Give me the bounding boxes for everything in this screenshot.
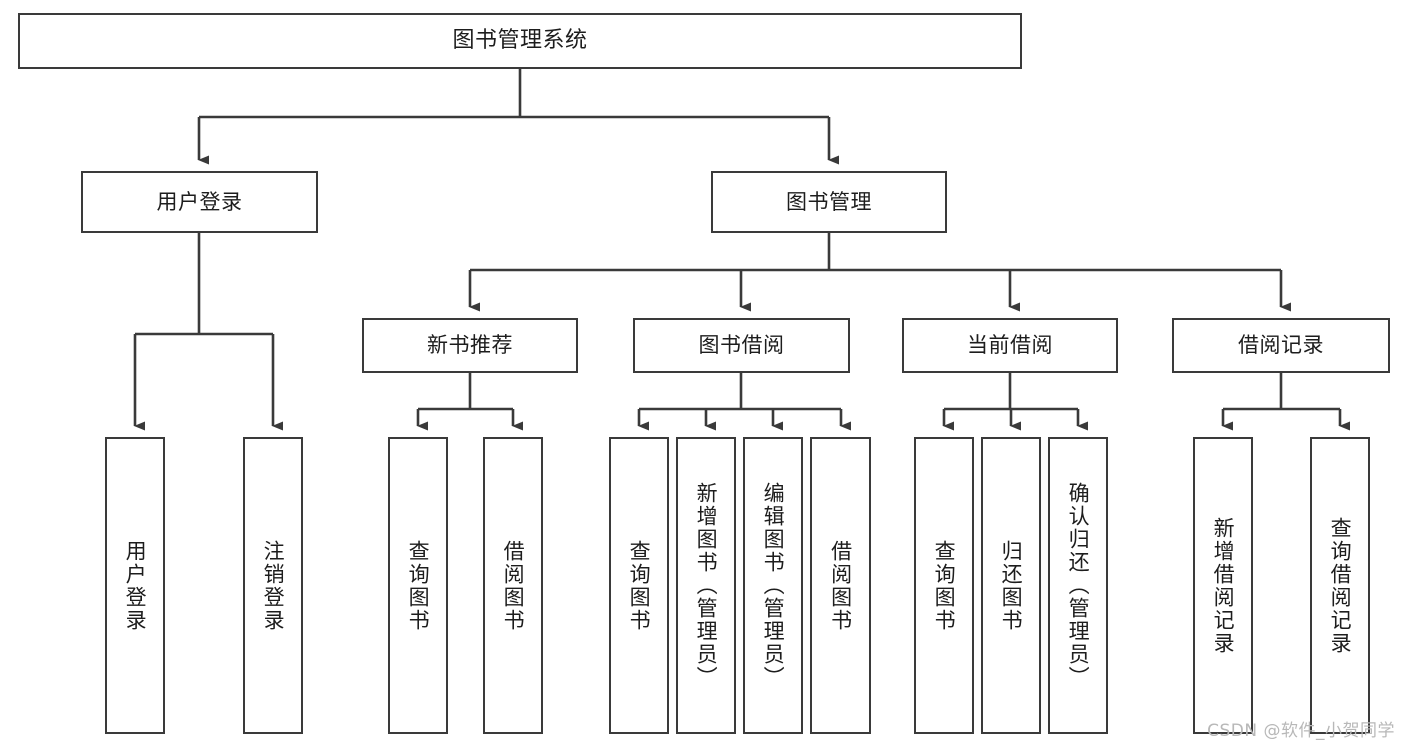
node-label: 用户登录 (156, 189, 243, 214)
node-label: 查询图书 (932, 539, 957, 632)
node-label: 查询图书 (627, 539, 652, 632)
node-label: 查询借阅记录 (1328, 516, 1353, 655)
node-label: 编辑图书（管理员） (761, 482, 786, 689)
leaf-borrow-borrow-books[interactable]: 借阅图书 (810, 437, 871, 734)
node-label: 图书管理系统 (452, 28, 588, 54)
node-label: 借阅图书 (828, 539, 853, 632)
leaf-borrow-query-books[interactable]: 查询图书 (609, 437, 669, 734)
node-label: 新增借阅记录 (1211, 516, 1236, 655)
leaf-user-login-signin[interactable]: 用户登录 (105, 437, 165, 734)
node-label: 新增图书（管理员） (694, 482, 719, 689)
leaf-record-query-borrow-record[interactable]: 查询借阅记录 (1310, 437, 1370, 734)
node-label: 借阅图书 (501, 539, 526, 632)
node-label: 查询图书 (406, 539, 431, 632)
node-label: 图书管理 (786, 189, 872, 214)
leaf-new-book-borrow-books[interactable]: 借阅图书 (483, 437, 543, 734)
node-book-management[interactable]: 图书管理 (711, 171, 947, 233)
node-new-book-recommendation[interactable]: 新书推荐 (362, 318, 578, 373)
node-label: 图书借阅 (698, 333, 785, 358)
leaf-borrow-edit-book-admin[interactable]: 编辑图书（管理员） (743, 437, 803, 734)
leaf-borrow-add-book-admin[interactable]: 新增图书（管理员） (676, 437, 736, 734)
node-label: 借阅记录 (1238, 333, 1324, 358)
leaf-user-login-signout[interactable]: 注销登录 (243, 437, 303, 734)
leaf-current-query-books[interactable]: 查询图书 (914, 437, 974, 734)
node-user-login[interactable]: 用户登录 (81, 171, 318, 233)
node-label: 归还图书 (999, 539, 1024, 632)
node-borrowing-record[interactable]: 借阅记录 (1172, 318, 1390, 373)
node-label: 确认归还（管理员） (1066, 482, 1091, 689)
leaf-new-book-query-books[interactable]: 查询图书 (388, 437, 448, 734)
node-label: 注销登录 (261, 539, 286, 632)
node-book-borrowing[interactable]: 图书借阅 (633, 318, 850, 373)
watermark-text: CSDN @软件_小贺同学 (1207, 721, 1395, 741)
node-label: 新书推荐 (427, 333, 513, 358)
leaf-current-confirm-return-admin[interactable]: 确认归还（管理员） (1048, 437, 1108, 734)
leaf-current-return-books[interactable]: 归还图书 (981, 437, 1041, 734)
node-label: 当前借阅 (967, 333, 1053, 358)
node-current-borrowing[interactable]: 当前借阅 (902, 318, 1118, 373)
leaf-record-add-borrow-record[interactable]: 新增借阅记录 (1193, 437, 1253, 734)
node-label: 用户登录 (123, 539, 148, 632)
node-root-book-management-system[interactable]: 图书管理系统 (18, 13, 1022, 69)
